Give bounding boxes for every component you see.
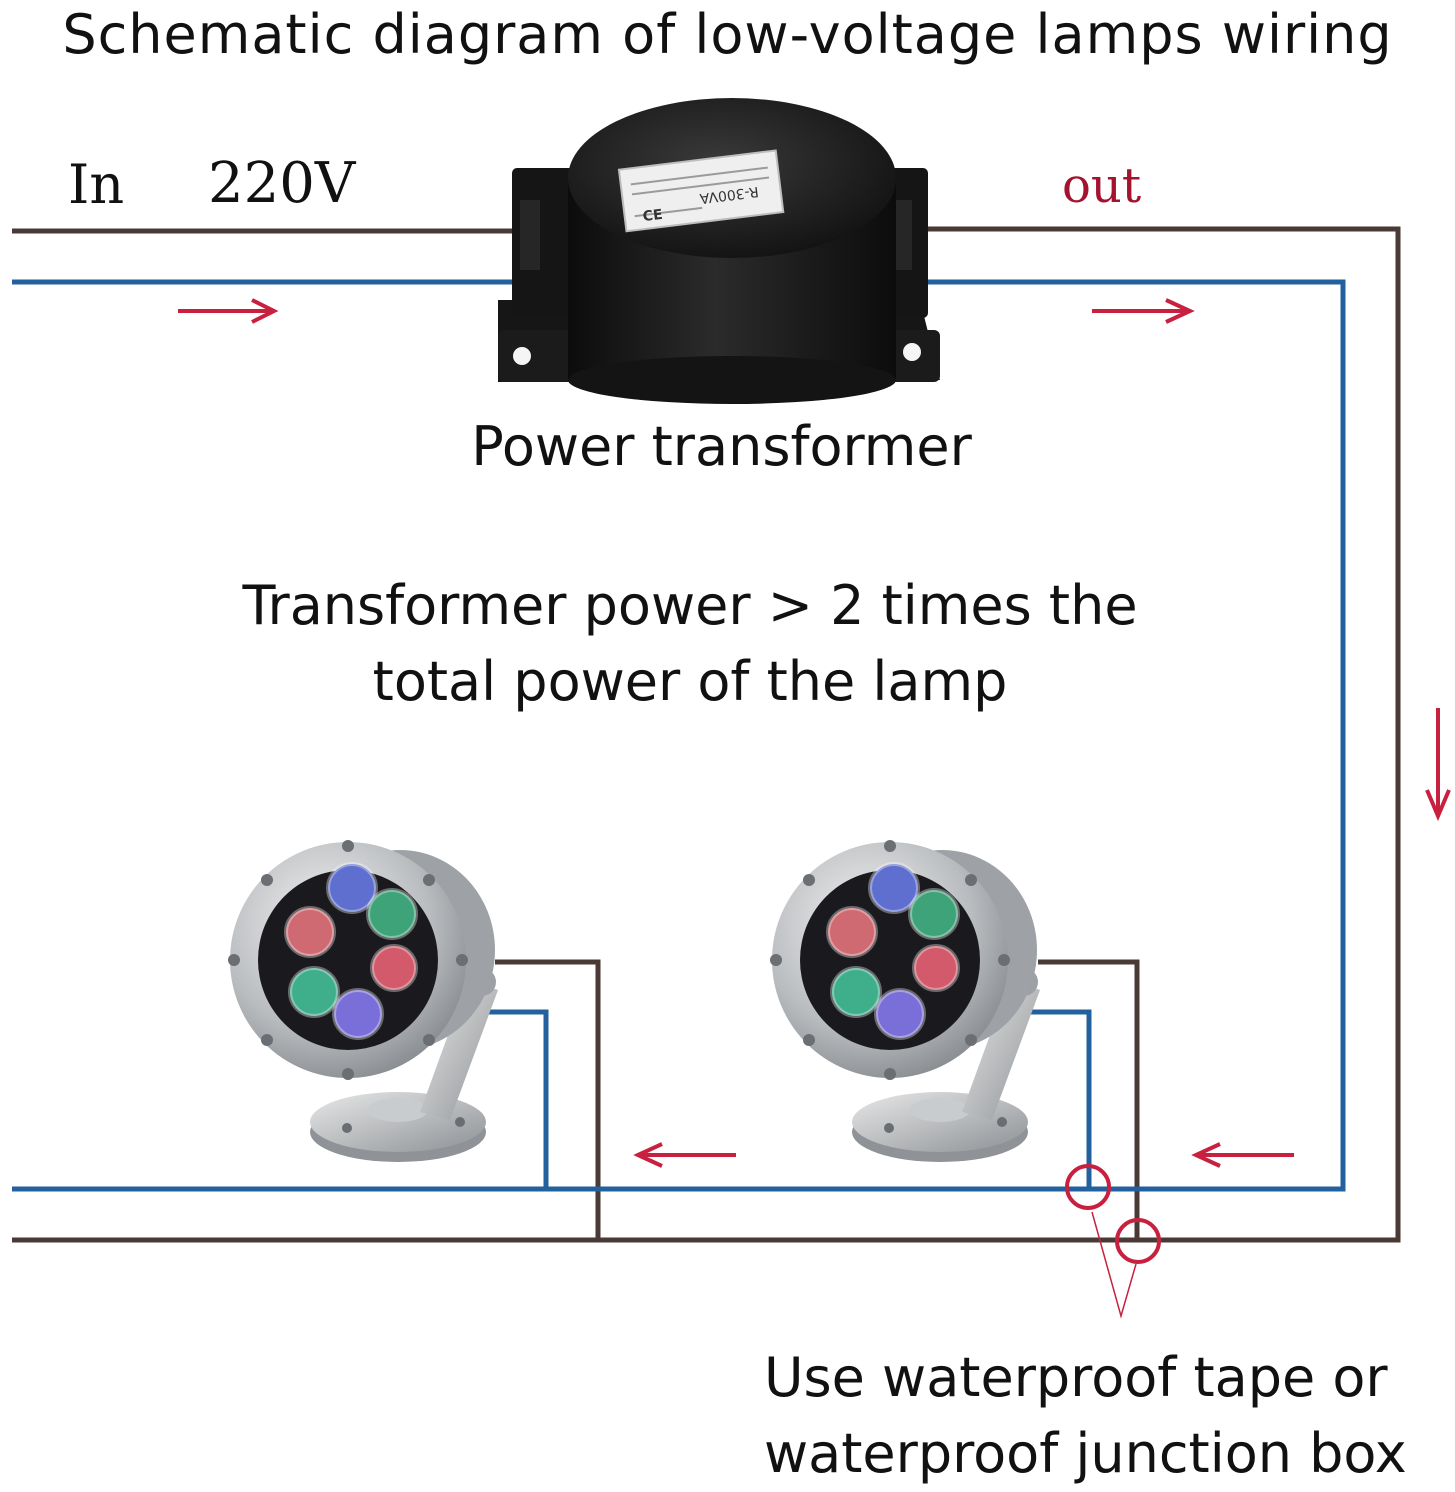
junction-note-line-2: waterproof junction box	[764, 1422, 1407, 1485]
power-note-line-1: Transformer power > 2 times the	[242, 574, 1138, 637]
arrow-right-icon	[178, 298, 279, 324]
led	[332, 988, 384, 1040]
led	[830, 966, 882, 1018]
arrow-down-icon	[1425, 708, 1451, 822]
lamp1-blue-lead	[488, 1009, 549, 1189]
led	[326, 862, 378, 914]
blue-wire	[12, 279, 1346, 1192]
output-blue-wire	[12, 279, 1346, 1192]
lamp1-brown-lead	[495, 959, 601, 1240]
power-transformer: R-300VA CE	[498, 98, 940, 404]
power-note-line-2: total power of the lamp	[372, 650, 1008, 713]
lamp2-blue-lead	[1030, 1009, 1092, 1189]
arrow-right-icon	[1092, 298, 1195, 324]
output-brown-wire	[12, 226, 1401, 1243]
spot-lamp-1	[228, 840, 498, 1162]
led	[874, 988, 926, 1040]
arrow-left-icon	[1191, 1142, 1294, 1168]
power-note: Transformer power > 2 times the total po…	[0, 568, 1380, 720]
led	[366, 888, 418, 940]
input-label: In	[68, 153, 125, 216]
arrow-left-icon	[633, 1142, 736, 1168]
junction-circle-icon	[1065, 1164, 1111, 1210]
led	[908, 888, 960, 940]
diagram-title: Schematic diagram of low-voltage lamps w…	[62, 3, 1393, 66]
nameplate-model: R-300VA	[698, 183, 759, 206]
led	[284, 906, 336, 958]
junction-circle-icon	[1115, 1218, 1161, 1264]
junction-note: Use waterproof tape or waterproof juncti…	[764, 1340, 1454, 1492]
led	[868, 862, 920, 914]
current-arrows	[178, 298, 1451, 1168]
input-voltage: 220V	[208, 151, 356, 216]
brown-wire	[12, 226, 1401, 1243]
lamp2-brown-lead	[1038, 959, 1140, 1240]
transformer-caption: Power transformer	[471, 415, 972, 478]
led	[370, 944, 418, 992]
led	[912, 944, 960, 992]
nameplate-ce-mark: CE	[642, 207, 664, 225]
junction-markers	[1065, 1164, 1161, 1319]
led	[826, 906, 878, 958]
led	[288, 966, 340, 1018]
spot-lamp-2	[770, 840, 1040, 1162]
junction-pointer	[1091, 1211, 1137, 1319]
output-label: out	[1062, 158, 1142, 214]
junction-note-line-1: Use waterproof tape or	[764, 1346, 1388, 1409]
